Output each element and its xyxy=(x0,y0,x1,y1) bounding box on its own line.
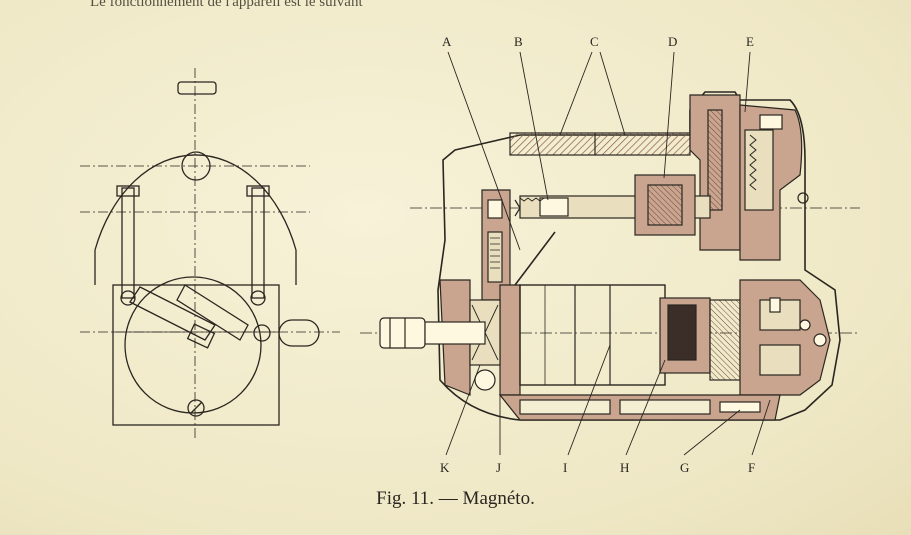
label-e: E xyxy=(746,34,755,49)
label-c: C xyxy=(590,34,600,49)
figure-caption: Fig. 11. — Magnéto. xyxy=(376,488,535,509)
label-b: B xyxy=(514,34,524,49)
label-g: G xyxy=(680,460,690,475)
end-view xyxy=(80,68,340,440)
label-d: D xyxy=(668,34,678,49)
label-f: F xyxy=(748,460,756,475)
label-i: I xyxy=(563,460,568,475)
section-view xyxy=(360,51,860,456)
label-j: J xyxy=(496,460,502,475)
label-h: H xyxy=(620,460,630,475)
label-k: K xyxy=(440,460,450,475)
label-a: A xyxy=(442,34,452,49)
top-text-fragment: Le fonctionnement de l'appareil est le s… xyxy=(90,0,363,10)
